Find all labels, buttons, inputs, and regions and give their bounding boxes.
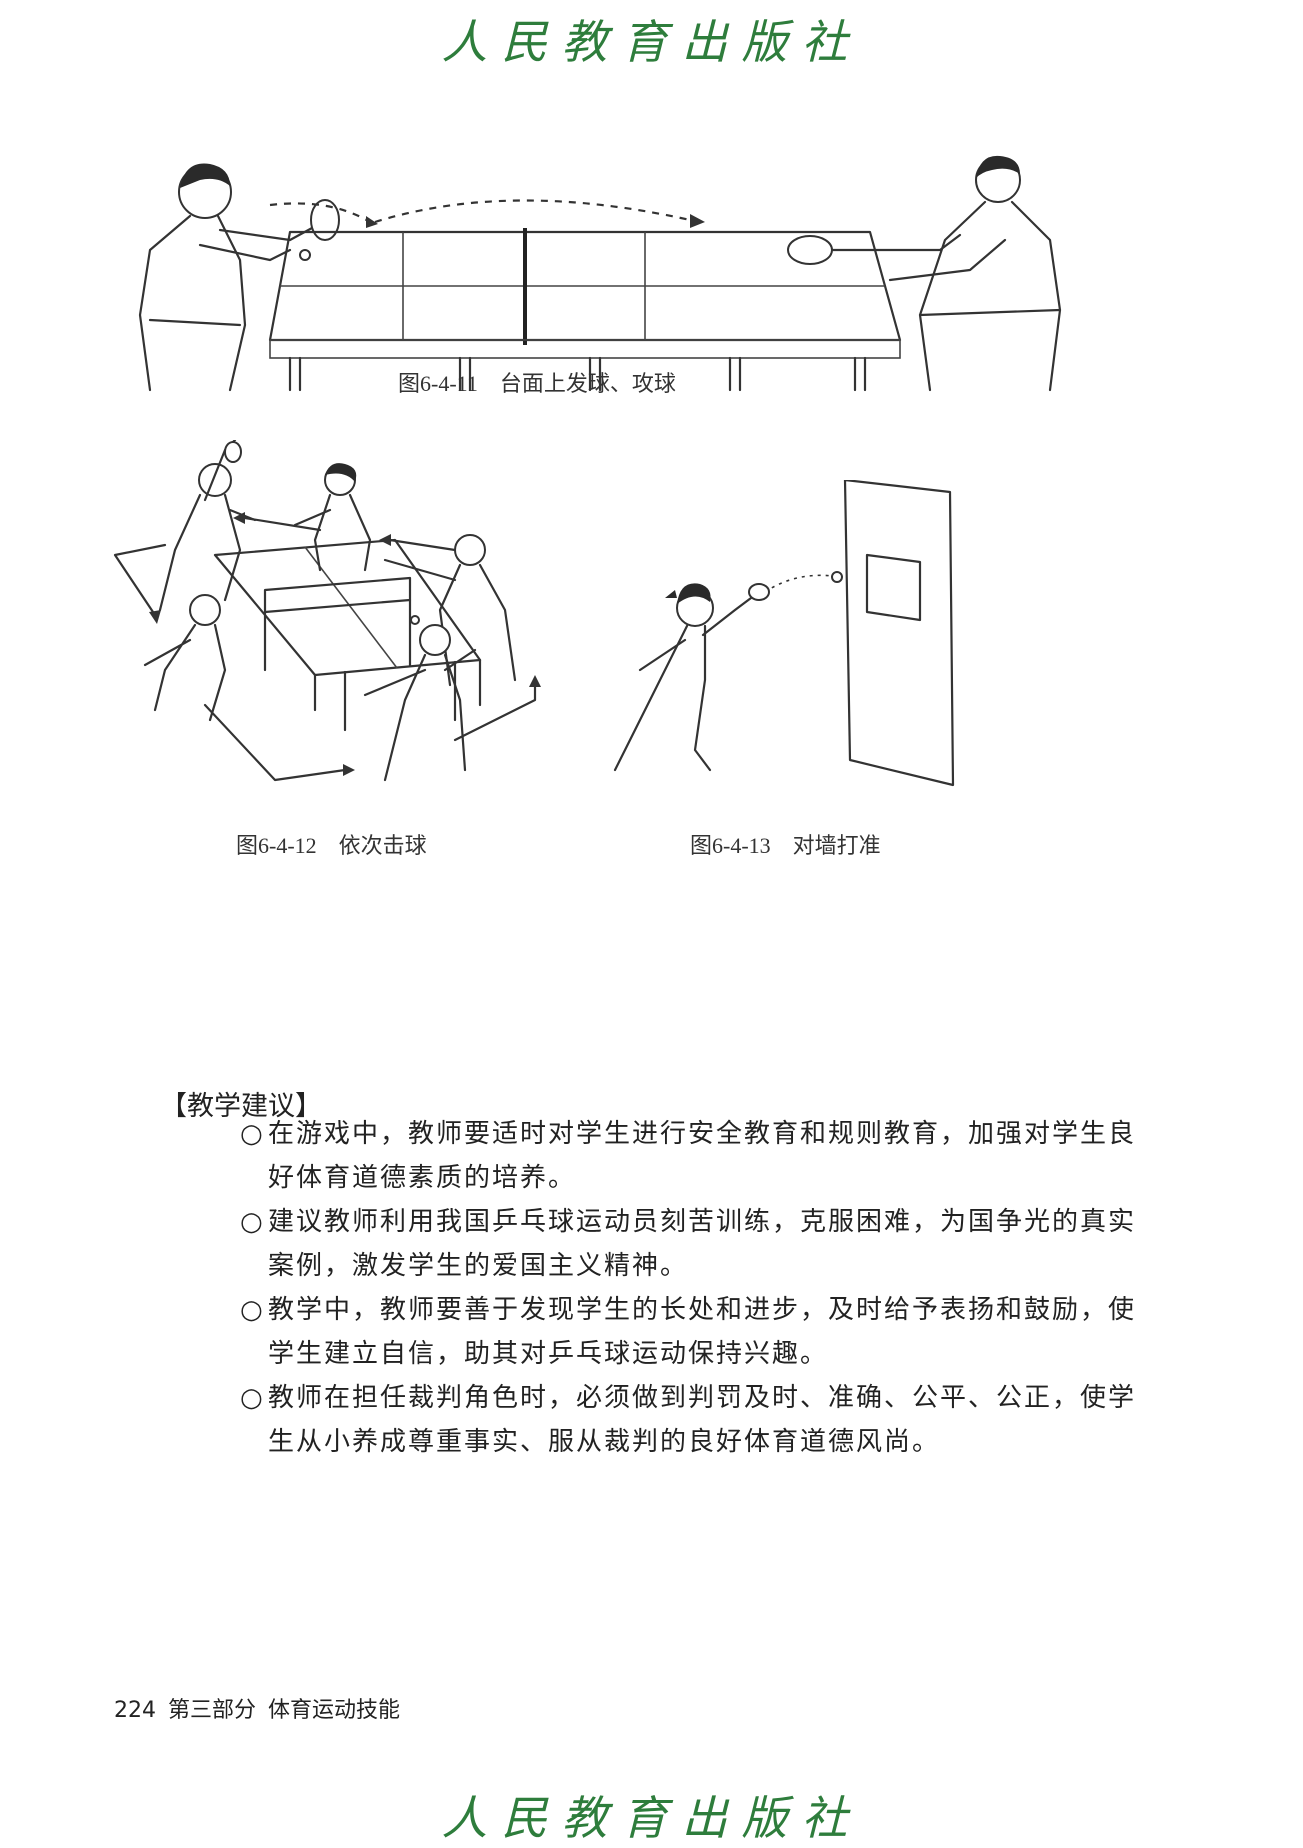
part-title: 体育运动技能 [268, 1698, 401, 1723]
figure-table-serve-illustration [138, 155, 1062, 392]
suggestion-text: 建议教师利用我国乒乓球运动员刻苦训练，克服困难，为国争光的真实案例，激发学生的爱… [268, 1207, 1137, 1281]
page-footer: 224 第三部分体育运动技能 [114, 1692, 412, 1724]
rotation-arrow-bottom-right [453, 683, 537, 742]
rotation-arrow-right [388, 538, 457, 552]
bullet-circle-icon: ○ [240, 1383, 265, 1413]
player-top-center [293, 463, 372, 572]
rotation-arrow-top [243, 516, 322, 532]
publisher-watermark-top: 人民教育出版社 [441, 15, 862, 69]
suggestion-item: ○ 教学中，教师要善于发现学生的长处和进步，及时给予表扬和鼓励，使学生建立自信，… [240, 1288, 1150, 1376]
rotation-arrow-bottom [203, 703, 347, 782]
figure-caption-6-4-13: 图6-4-13 对墙打准 [690, 828, 881, 860]
figure-title: 台面上发球、攻球 [499, 371, 676, 396]
player-right [383, 534, 517, 687]
figure-caption-6-4-12: 图6-4-12 依次击球 [236, 828, 427, 860]
suggestion-text: 教师在担任裁判角色时，必须做到判罚及时、准确、公平、公正，使学生从小养成尊重事实… [268, 1383, 1137, 1457]
teaching-suggestions-heading: 【教学建议】 [160, 1091, 322, 1122]
suggestion-item: ○ 教师在担任裁判角色时，必须做到判罚及时、准确、公平、公正，使学生从小养成尊重… [240, 1376, 1150, 1464]
page-number: 224 [114, 1698, 156, 1723]
right-player-figure [787, 155, 1062, 392]
ball-trajectory-to-wall [764, 574, 834, 593]
part-label: 第三部分 [168, 1698, 257, 1723]
bullet-circle-icon: ○ [240, 1119, 265, 1149]
ping-pong-table-1 [268, 228, 902, 392]
publisher-watermark-bottom: 人民教育出版社 [441, 1791, 862, 1845]
suggestion-item: ○ 在游戏中，教师要适时对学生进行安全教育和规则教育，加强对学生良好体育道德素质… [240, 1112, 1150, 1200]
bullet-circle-icon: ○ [240, 1295, 265, 1325]
girl-player [613, 583, 770, 772]
suggestion-text: 教学中，教师要善于发现学生的长处和进步，及时给予表扬和鼓励，使学生建立自信，助其… [268, 1295, 1137, 1369]
suggestion-item: ○ 建议教师利用我国乒乓球运动员刻苦训练，克服困难，为国争光的真实案例，激发学生… [240, 1200, 1150, 1288]
left-player-figure [138, 163, 340, 392]
rotation-arrow-left [113, 543, 167, 617]
ball-trajectory-arrow [269, 199, 691, 224]
figure-title: 依次击球 [338, 833, 427, 858]
figure-number: 图6-4-13 [690, 833, 771, 858]
player-bottom-left [143, 594, 227, 722]
player-bottom-center [363, 615, 477, 782]
figure-number: 图6-4-11 [398, 371, 478, 396]
suggestion-text: 在游戏中，教师要适时对学生进行安全教育和规则教育，加强对学生良好体育道德素质的培… [268, 1119, 1137, 1193]
figure-rotating-hit-illustration [113, 440, 541, 782]
player-top-left [158, 440, 257, 612]
bullet-circle-icon: ○ [240, 1207, 265, 1237]
figure-caption-6-4-11: 图6-4-11 台面上发球、攻球 [398, 366, 676, 398]
practice-wall [843, 480, 955, 787]
figure-number: 图6-4-12 [236, 833, 317, 858]
figure-title: 对墙打准 [792, 833, 881, 858]
figure-wall-target-illustration [613, 480, 955, 787]
